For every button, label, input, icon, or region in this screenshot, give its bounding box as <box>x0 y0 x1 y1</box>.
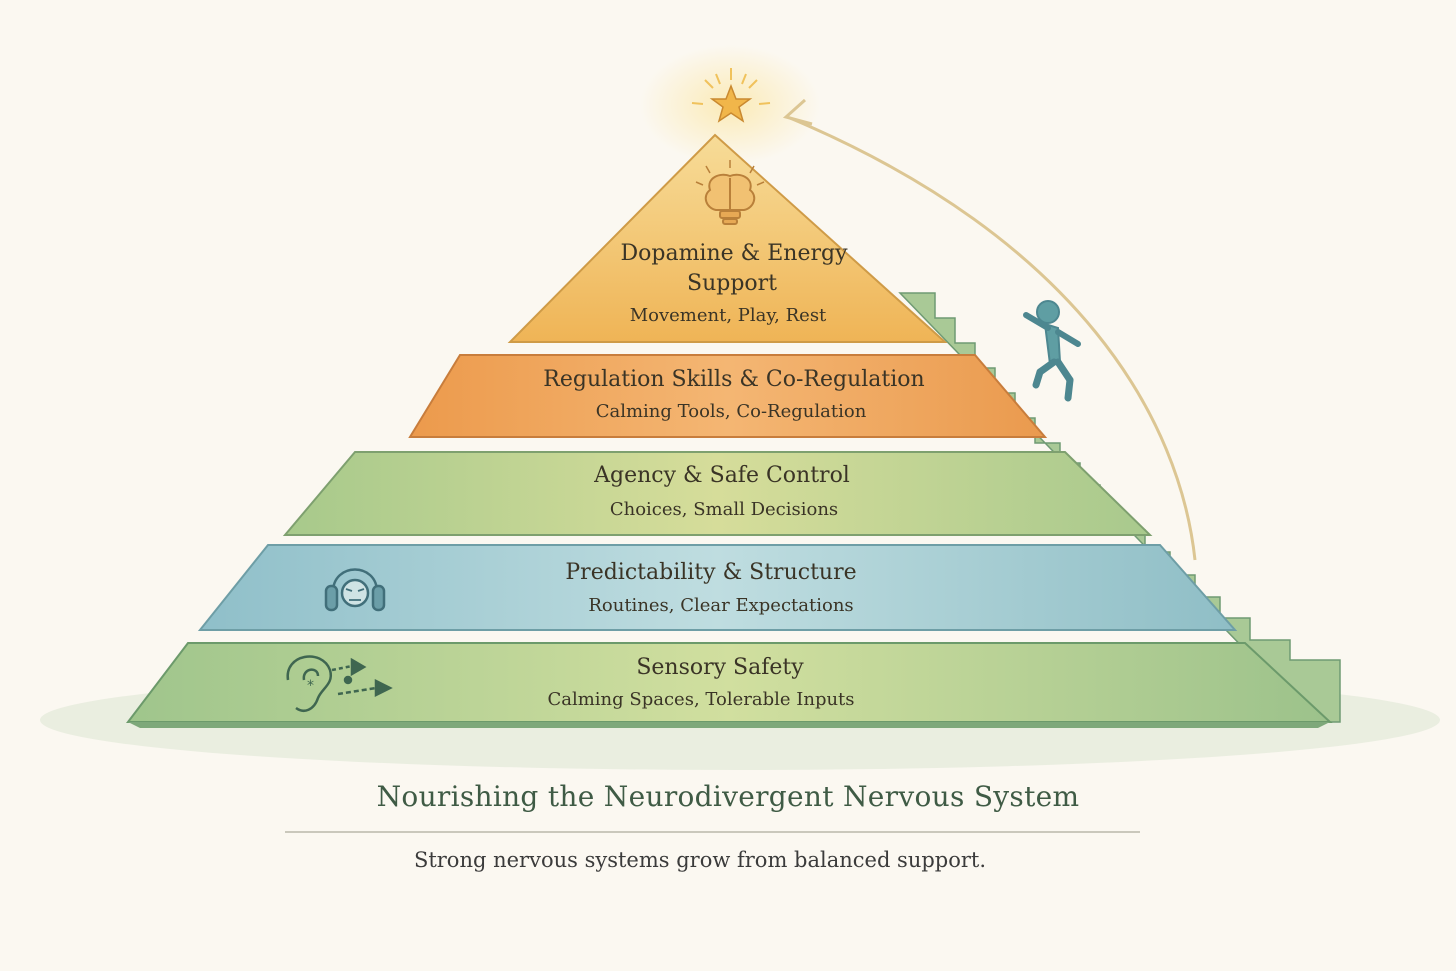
tier-agency-title: Agency & Safe Control <box>594 462 850 490</box>
tier-regulation-subtitle: Calming Tools, Co-Regulation <box>596 400 867 424</box>
tier-predictability-title: Predictability & Structure <box>565 559 856 587</box>
svg-text:*: * <box>307 678 314 694</box>
caption-title: Nourishing the Neurodivergent Nervous Sy… <box>0 780 1456 813</box>
tier-sensory-title: Sensory Safety <box>636 654 803 682</box>
tier-dopamine-title-1: Dopamine & Energy <box>620 240 847 268</box>
tier-dopamine-subtitle: Movement, Play, Rest <box>630 304 827 328</box>
tier-regulation-title: Regulation Skills & Co-Regulation <box>543 366 924 394</box>
tier-dopamine-title-2: Support <box>687 270 777 298</box>
tier-base-shadow <box>128 722 1330 728</box>
climbing-person-icon <box>1026 301 1078 398</box>
caption-subtitle: Strong nervous systems grow from balance… <box>0 848 1400 872</box>
caption-divider <box>0 828 1456 838</box>
tier-sensory-subtitle: Calming Spaces, Tolerable Inputs <box>547 688 854 712</box>
tier-agency-subtitle: Choices, Small Decisions <box>610 498 838 522</box>
tier-predictability-subtitle: Routines, Clear Expectations <box>588 594 853 618</box>
